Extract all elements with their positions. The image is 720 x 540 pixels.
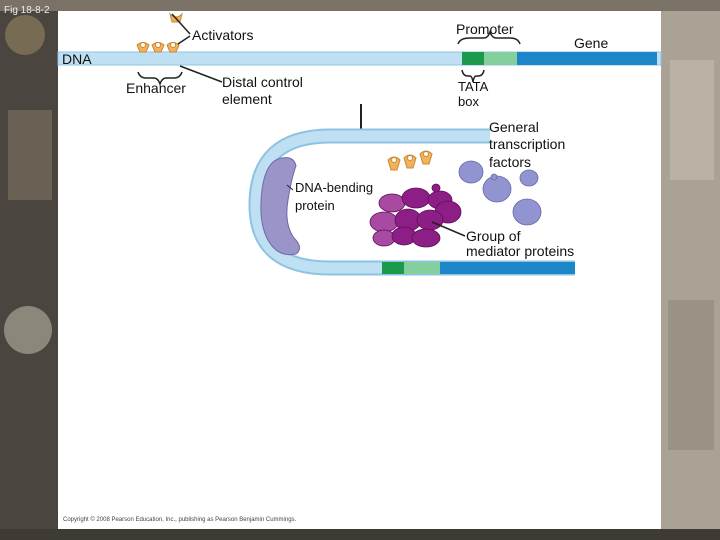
tata-box-bottom — [382, 262, 404, 274]
activators-pointer-2 — [177, 35, 191, 45]
label-gtf-line2: transcription — [489, 136, 566, 152]
label-mediator-line1: Group of — [466, 228, 521, 244]
label-enhancer: Enhancer — [126, 80, 186, 96]
label-gtf-line1: General — [489, 119, 539, 135]
label-tata: TATA — [458, 79, 489, 94]
gene-region-bottom — [440, 262, 575, 274]
enhancer-bracket — [137, 71, 183, 87]
label-box: box — [458, 94, 479, 109]
activator-proteins-top — [136, 12, 183, 53]
dna-loop-inner — [250, 130, 575, 274]
distal-pointer — [179, 65, 223, 83]
activators-pointer — [171, 13, 191, 35]
tata-bracket — [461, 69, 485, 83]
figure-label: Fig 18-8-2 — [4, 5, 50, 16]
activator-proteins-loop — [387, 150, 433, 171]
bending-pointer — [286, 184, 294, 191]
general-transcription-factors — [458, 160, 542, 226]
promoter-light-top — [484, 52, 517, 65]
promoter-light-bottom — [404, 262, 440, 274]
label-distal-line2: element — [222, 91, 272, 107]
label-promoter: Promoter — [456, 21, 514, 37]
gene-region-top — [517, 52, 657, 65]
promoter-bracket — [457, 29, 521, 45]
mediator-pointer — [431, 221, 466, 237]
label-bending-line2: protein — [295, 198, 335, 213]
label-gene: Gene — [574, 35, 609, 51]
label-gtf-line3: factors — [489, 154, 532, 170]
tata-box-top — [462, 52, 484, 65]
label-dna: DNA — [62, 51, 92, 67]
label-bending-line1: DNA-bending — [295, 180, 374, 195]
label-distal-line1: Distal control — [222, 74, 303, 90]
copyright-notice: Copyright © 2008 Pearson Education, Inc.… — [63, 517, 297, 523]
label-mediator-line2: mediator proteins — [466, 243, 575, 259]
label-activators: Activators — [192, 27, 254, 43]
mediator-proteins — [369, 183, 462, 248]
dna-bending-protein — [260, 157, 300, 256]
